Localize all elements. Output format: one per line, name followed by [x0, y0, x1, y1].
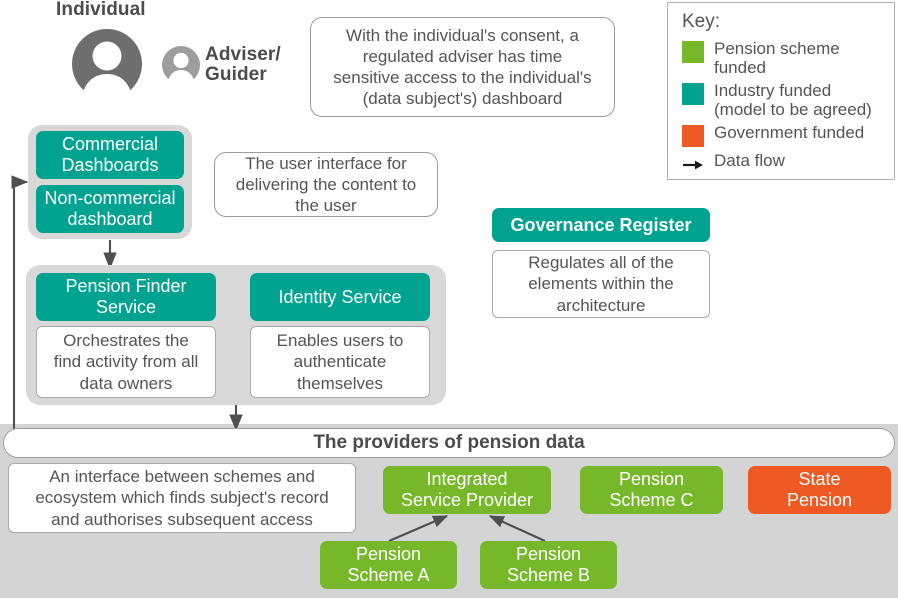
interface-between-callout: An interface between schemes and ecosyst… — [8, 463, 356, 533]
node-commercial-dashboards[interactable]: Commercial Dashboards — [36, 131, 184, 179]
key-item-data-flow: Data flow — [682, 151, 882, 175]
node-governance-register[interactable]: Governance Register — [492, 208, 710, 242]
key-swatch-teal-icon — [682, 83, 704, 106]
key-label: Pension scheme funded — [714, 39, 840, 78]
key-swatch-orange-icon — [682, 125, 704, 148]
key-item-industry-funded: Industry funded (model to be agreed) — [682, 81, 882, 119]
node-pension-scheme-b[interactable]: Pension Scheme B — [480, 541, 617, 589]
arrow-right-icon — [682, 153, 704, 175]
providers-bar: The providers of pension data — [3, 428, 895, 458]
node-identity-service[interactable]: Identity Service — [250, 273, 430, 321]
key-label: Government funded — [714, 123, 865, 143]
key-label: Data flow — [714, 151, 785, 171]
node-state-pension[interactable]: State Pension — [748, 466, 891, 514]
individual-label: Individual — [56, 0, 146, 20]
adviser-guider-label: Adviser/ Guider — [205, 44, 281, 85]
node-non-commercial-dashboard[interactable]: Non-commercial dashboard — [36, 185, 184, 233]
consent-callout: With the individual's consent, a regulat… — [310, 17, 615, 117]
authenticate-callout: Enables users to authenticate themselves — [250, 326, 430, 398]
node-integrated-service-provider[interactable]: Integrated Service Provider — [383, 466, 551, 514]
individual-avatar — [70, 27, 144, 107]
key-item-pension-scheme-funded: Pension scheme funded — [682, 39, 882, 77]
regulates-callout: Regulates all of the elements within the… — [492, 250, 710, 318]
key-swatch-green-icon — [682, 41, 704, 63]
user-interface-callout: The user interface for delivering the co… — [214, 152, 438, 217]
key-title: Key: — [682, 11, 721, 32]
orchestrates-callout: Orchestrates the find activity from all … — [36, 326, 216, 398]
key-item-government-funded: Government funded — [682, 123, 882, 148]
node-pension-scheme-c[interactable]: Pension Scheme C — [580, 466, 723, 514]
key-box: Key: Pension scheme funded Industry fund… — [667, 2, 895, 180]
node-pension-scheme-a[interactable]: Pension Scheme A — [320, 541, 457, 589]
providers-bar-title: The providers of pension data — [313, 432, 585, 453]
key-label: Industry funded (model to be agreed) — [714, 81, 872, 120]
node-pension-finder-service[interactable]: Pension Finder Service — [36, 273, 216, 321]
adviser-avatar — [161, 45, 201, 88]
